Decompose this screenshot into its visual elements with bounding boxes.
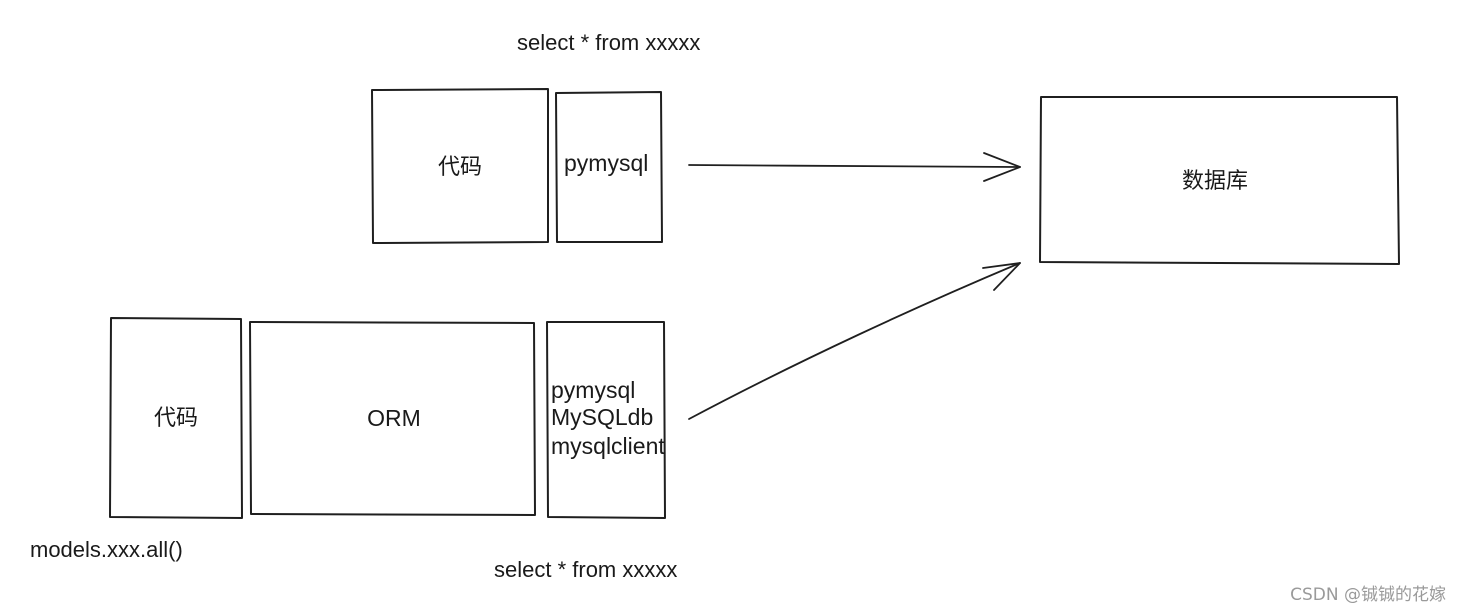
orm-box-label: ORM [367, 405, 421, 431]
csdn-watermark: CSDN @铖铖的花嫁 [1290, 585, 1446, 605]
bottom-driver-label-1: pymysql [551, 377, 635, 403]
top-arrow [688, 152, 1021, 182]
database-box-label: 数据库 [1182, 169, 1248, 194]
bottom-driver-box: pymysql MySQLdb mysqlclient [546, 321, 666, 519]
top-driver-box-label: pymysql [564, 150, 648, 176]
bottom-code-box-label: 代码 [154, 406, 198, 431]
top-driver-box: pymysql [555, 91, 663, 243]
database-box: 数据库 [1039, 96, 1400, 265]
top-code-box: 代码 [371, 88, 549, 244]
top-code-box-label: 代码 [438, 155, 482, 180]
orm-box: ORM [249, 321, 536, 516]
orm-code-caption: models.xxx.all() [30, 537, 183, 562]
bottom-query-label: select * from xxxxx [494, 557, 677, 582]
bottom-code-box: 代码 [109, 317, 243, 519]
bottom-arrow [688, 262, 1021, 420]
top-query-label: select * from xxxxx [517, 30, 700, 55]
bottom-driver-label-3: mysqlclient [551, 433, 665, 459]
bottom-driver-label-2: MySQLdb [551, 404, 653, 430]
